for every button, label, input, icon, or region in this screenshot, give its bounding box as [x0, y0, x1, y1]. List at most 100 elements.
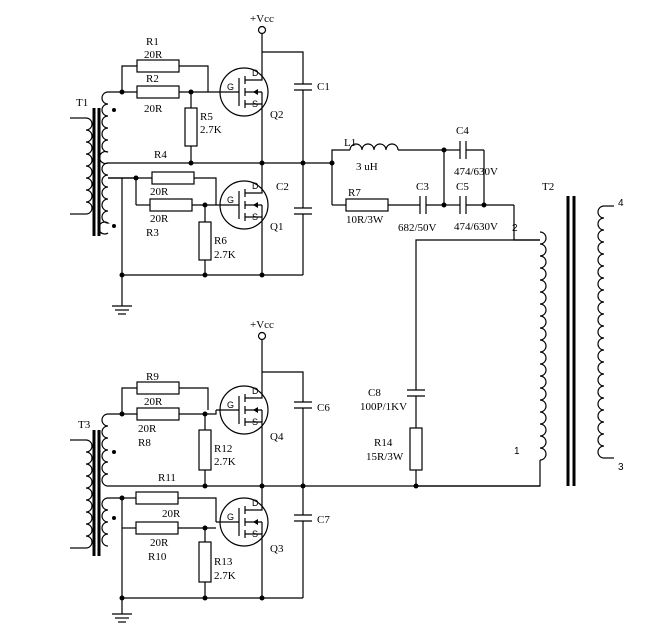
capacitor-c2: C2 — [276, 163, 312, 275]
value-c3: 682/50V — [398, 222, 437, 234]
value-r5: 2.7K — [200, 124, 222, 136]
resistor-r6: R6 2.7K — [198, 205, 236, 275]
resistor-r8: 20R R8 — [108, 407, 217, 449]
bottom-stage: +Vcc G D S Q4 G D — [70, 319, 540, 623]
resistor-r14: R14 15R/3W — [366, 427, 423, 486]
capacitor-c4: C4 474/630V — [444, 125, 498, 178]
ref-t3: T3 — [78, 419, 91, 431]
ref-q4: Q4 — [270, 431, 284, 443]
t2-pin-2: 2 — [512, 223, 518, 234]
resistor-r5: R5 2.7K — [184, 92, 222, 163]
value-c4: 474/630V — [454, 166, 498, 178]
ref-r11: R11 — [158, 472, 176, 484]
vcc-label-top: +Vcc — [250, 13, 274, 25]
vcc-supply-top: +Vcc — [250, 13, 274, 52]
resistor-r12: R12 2.7K — [198, 414, 236, 486]
ref-r7: R7 — [348, 187, 361, 199]
vcc-supply-bottom: +Vcc — [250, 319, 274, 372]
value-r9: 20R — [144, 396, 163, 408]
resistor-r7: R7 10R/3W — [332, 187, 420, 226]
resistor-r2: R2 20R — [108, 73, 216, 115]
ref-c3: C3 — [416, 181, 429, 193]
gate-label-q4: G — [227, 400, 234, 410]
ref-t2: T2 — [542, 181, 554, 193]
drain-label-q4: D — [252, 386, 259, 396]
ref-c4: C4 — [456, 125, 469, 137]
top-stage: +Vcc G D S Q2 G — [70, 13, 332, 315]
mosfet-q4: G D S Q4 — [216, 372, 284, 486]
ref-r3: R3 — [146, 227, 159, 239]
ground-symbol-bottom — [112, 598, 132, 623]
ref-r2: R2 — [146, 73, 159, 85]
value-r13: 2.7K — [214, 570, 236, 582]
ref-q3: Q3 — [270, 543, 284, 555]
resistor-r1: R1 20R — [121, 36, 209, 92]
capacitor-c7: C7 — [294, 486, 330, 598]
output-network: L1 3 uH R7 10R/3W C3 682/50V C4 474/63 — [329, 125, 624, 489]
ref-l1: L1 — [344, 137, 356, 149]
drain-label-q2: D — [252, 68, 259, 78]
ref-r13: R13 — [214, 556, 233, 568]
resistor-r9: R9 20R — [121, 371, 209, 414]
ref-r6: R6 — [214, 235, 227, 247]
capacitor-c6: C6 — [294, 401, 330, 486]
ref-r12: R12 — [214, 443, 232, 455]
gate-label-q2: G — [227, 82, 234, 92]
ground-symbol-top — [112, 275, 132, 315]
value-c5: 474/630V — [454, 221, 498, 233]
value-r10a: 20R — [162, 508, 181, 520]
t2-pin-4: 4 — [618, 198, 624, 209]
value-l1: 3 uH — [356, 161, 378, 173]
value-r8: 20R — [138, 423, 157, 435]
source-label-q1: S — [252, 212, 258, 222]
value-r3a: 20R — [150, 186, 169, 198]
vcc-label-bottom: +Vcc — [250, 319, 274, 331]
ref-r10: R10 — [148, 551, 167, 563]
value-r1: 20R — [144, 49, 163, 61]
ref-r8: R8 — [138, 437, 151, 449]
gate-label-q1: G — [227, 195, 234, 205]
ref-r1: R1 — [146, 36, 159, 48]
mosfet-q1: G D S Q1 — [216, 163, 283, 275]
ref-r9: R9 — [146, 371, 159, 383]
ref-q1: Q1 — [270, 221, 283, 233]
transformer-t2: T2 2 1 4 3 — [416, 181, 624, 487]
ref-r14: R14 — [374, 437, 393, 449]
capacitor-c3: C3 682/50V — [398, 181, 444, 234]
value-r7: 10R/3W — [346, 214, 384, 226]
ref-r4: R4 — [154, 149, 167, 161]
mosfet-q3: G D S Q3 — [216, 486, 284, 598]
ref-t1: T1 — [76, 97, 88, 109]
mosfet-q2: G D S Q2 — [216, 52, 283, 130]
transformer-t1: T1 — [70, 91, 116, 236]
ref-c8: C8 — [368, 387, 381, 399]
capacitor-c5: C5 474/630V — [444, 181, 514, 233]
ref-c7: C7 — [317, 514, 330, 526]
value-r6: 2.7K — [214, 249, 236, 261]
value-r3b: 20R — [150, 213, 169, 225]
capacitor-c8: C8 100P/1KV — [360, 387, 425, 428]
ref-c5: C5 — [456, 181, 469, 193]
ref-q2: Q2 — [270, 109, 283, 121]
gate-label-q3: G — [227, 512, 234, 522]
ref-c6: C6 — [317, 402, 330, 414]
value-r2: 20R — [144, 103, 163, 115]
resistor-r10: 20R 20R R10 — [108, 491, 217, 563]
transformer-t3: T3 — [70, 413, 116, 556]
source-label-q3: S — [252, 529, 258, 539]
source-label-q2: S — [252, 99, 258, 109]
ref-c1: C1 — [317, 81, 330, 93]
value-c8: 100P/1KV — [360, 401, 407, 413]
t2-pin-1: 1 — [514, 446, 520, 457]
ref-c2: C2 — [276, 181, 289, 193]
value-r10b: 20R — [150, 537, 169, 549]
drain-label-q1: D — [252, 181, 259, 191]
source-label-q4: S — [252, 417, 258, 427]
resistor-r3: 20R 20R R3 — [108, 171, 217, 239]
value-r12: 2.7K — [214, 456, 236, 468]
inductor-l1: L1 3 uH — [344, 137, 444, 173]
capacitor-c1: C1 — [294, 72, 330, 163]
value-r14: 15R/3W — [366, 451, 404, 463]
